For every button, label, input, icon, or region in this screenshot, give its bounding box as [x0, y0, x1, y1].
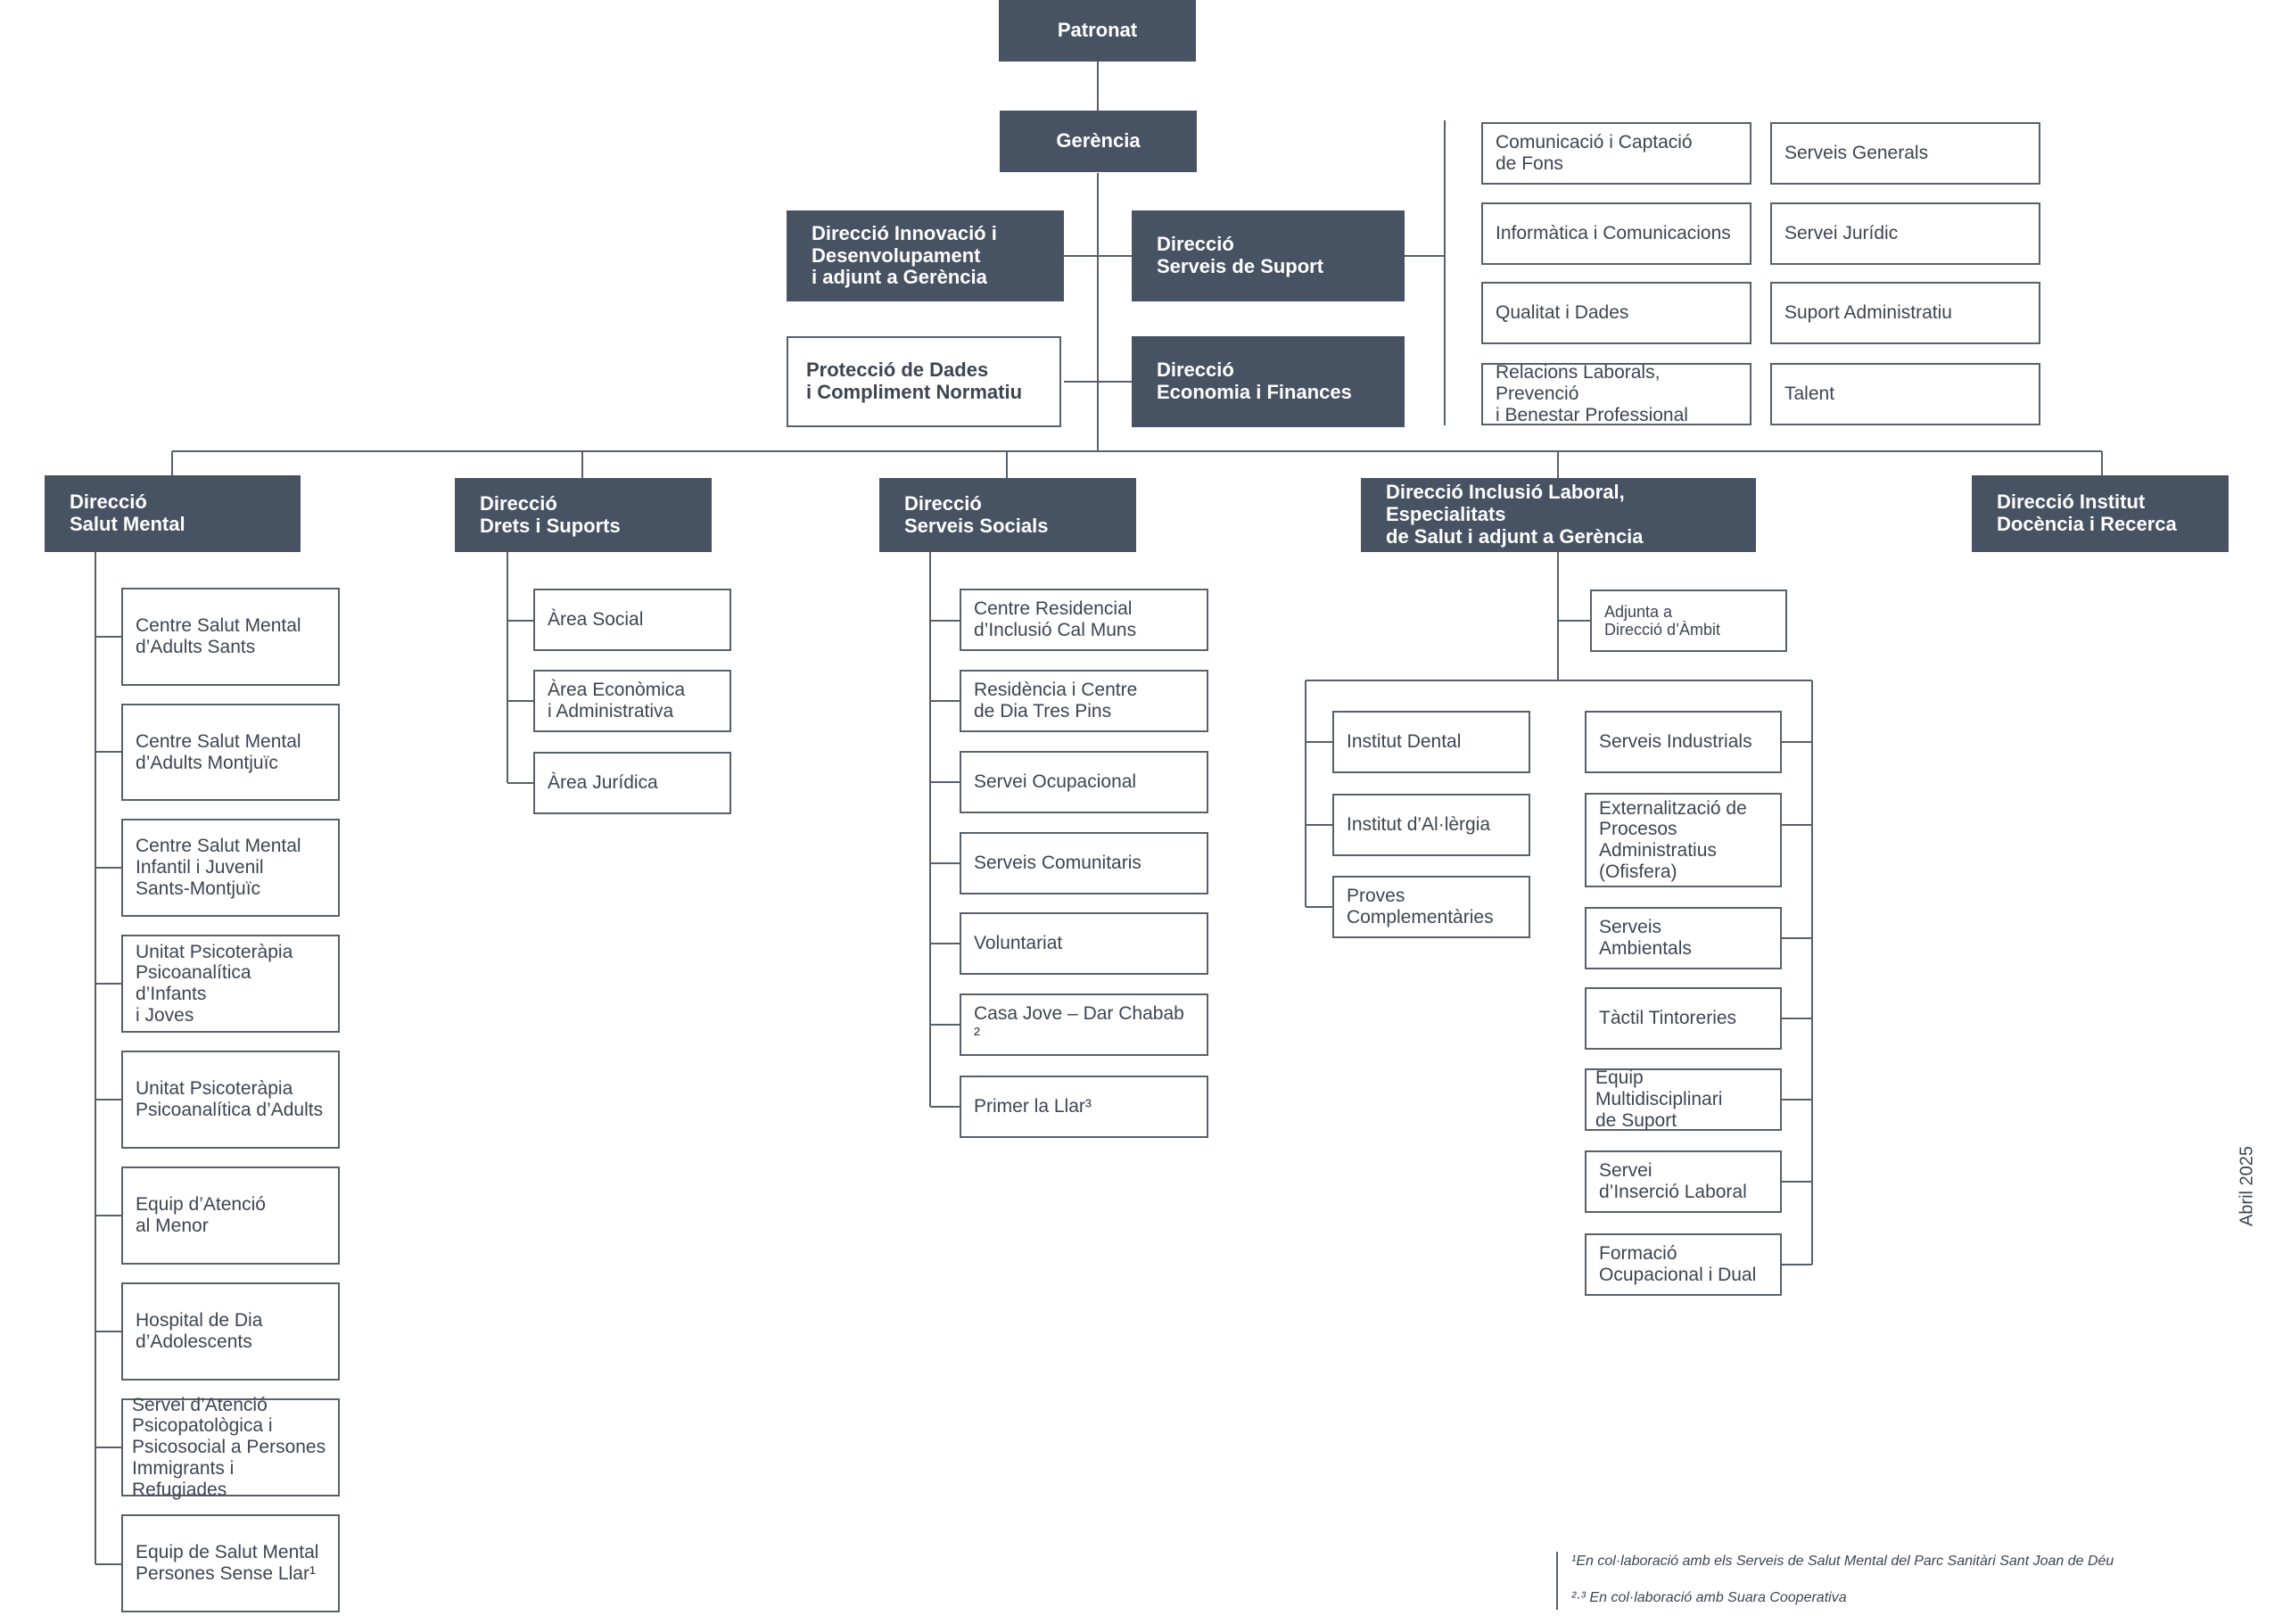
direccio-serveis-socials-box: Direcció Serveis Socials: [879, 478, 1136, 552]
support-unit-servei-juridic: Servei Jurídic: [1770, 202, 2040, 265]
inclusio-right-unit: Formació Ocupacional i Dual: [1585, 1233, 1782, 1296]
socials-unit: Voluntariat: [960, 912, 1208, 975]
direccio-drets-box: Direcció Drets i Suports: [455, 478, 712, 552]
drets-unit: Àrea Social: [533, 589, 731, 651]
inclusio-right-unit: Serveis Ambientals: [1585, 907, 1782, 969]
socials-unit: Serveis Comunitaris: [960, 832, 1208, 894]
support-unit-relacions-laborals: Relacions Laborals, Prevenció i Benestar…: [1481, 362, 1751, 425]
salut-mental-unit: Centre Salut Mental Infantil i Juvenil S…: [121, 819, 340, 917]
drets-unit: Àrea Econòmica i Administrativa: [533, 670, 731, 732]
support-unit-suport-administratiu: Suport Administratiu: [1770, 282, 2040, 344]
direccio-serveis-suport-box: Direcció Serveis de Suport: [1132, 210, 1405, 301]
inclusio-right-unit: Externalització de Procesos Administrati…: [1585, 793, 1782, 887]
socials-unit: Primer la Llar³: [960, 1076, 1208, 1138]
footnote-1: ¹En col·laboració amb els Serveis de Sal…: [1571, 1554, 2114, 1569]
salut-mental-unit: Hospital de Dia d’Adolescents: [121, 1282, 340, 1381]
patronat-box: Patronat: [999, 0, 1196, 62]
salut-mental-unit: Equip d’Atenció al Menor: [121, 1166, 340, 1265]
inclusio-right-unit: Serveis Industrials: [1585, 711, 1782, 773]
gerencia-box: Gerència: [1000, 111, 1197, 172]
salut-mental-unit: Unitat Psicoteràpia Psicoanalítica d’Inf…: [121, 935, 340, 1033]
direccio-institut-box: Direcció Institut Docència i Recerca: [1972, 475, 2229, 552]
support-unit-comunicacio: Comunicació i Captació de Fons: [1481, 122, 1751, 185]
proteccio-dades-box: Protecció de Dades i Compliment Normatiu: [787, 336, 1061, 427]
inclusio-left-unit: Institut Dental: [1332, 711, 1530, 773]
direccio-salut-mental-box: Direcció Salut Mental: [45, 475, 301, 552]
salut-mental-unit: Equip de Salut Mental Persones Sense Lla…: [121, 1514, 340, 1612]
inclusio-right-unit: Servei d’Inserció Laboral: [1585, 1150, 1782, 1213]
support-unit-informatica: Informàtica i Comunicacions: [1481, 202, 1751, 265]
adjunta-direccio-box: Adjunta a Direcció d’Àmbit: [1590, 589, 1787, 652]
socials-unit: Casa Jove – Dar Chabab ²: [960, 993, 1208, 1056]
socials-unit: Servei Ocupacional: [960, 751, 1208, 813]
direccio-economia-box: Direcció Economia i Finances: [1132, 336, 1405, 427]
direccio-innovacio-box: Direcció Innovació i Desenvolupament i a…: [787, 210, 1064, 301]
support-unit-talent: Talent: [1770, 363, 2040, 425]
date-label: Abril 2025: [2237, 1145, 2257, 1227]
socials-unit: Centre Residencial d’Inclusió Cal Muns: [960, 589, 1208, 651]
direccio-inclusio-box: Direcció Inclusió Laboral, Especialitats…: [1361, 478, 1756, 552]
support-unit-qualitat: Qualitat i Dades: [1481, 282, 1751, 344]
drets-unit: Àrea Jurídica: [533, 752, 731, 814]
inclusio-left-unit: Institut d’Al·lèrgia: [1332, 794, 1530, 856]
inclusio-right-unit: Tàctil Tintoreries: [1585, 987, 1782, 1050]
socials-unit: Residència i Centre de Dia Tres Pins: [960, 670, 1208, 732]
salut-mental-unit: Centre Salut Mental d’Adults Montjuïc: [121, 704, 340, 801]
footnote-2: ²·³ En col·laboració amb Suara Cooperati…: [1571, 1590, 1847, 1605]
salut-mental-unit: Unitat Psicoteràpia Psicoanalítica d’Adu…: [121, 1051, 340, 1149]
salut-mental-unit: Centre Salut Mental d’Adults Sants: [121, 588, 340, 686]
inclusio-right-unit: Equip Multidisciplinari de Suport: [1585, 1068, 1782, 1131]
salut-mental-unit: Servei d’Atenció Psicopatològica i Psico…: [121, 1395, 340, 1500]
inclusio-left-unit: Proves Complementàries: [1332, 876, 1530, 938]
support-unit-serveis-generals: Serveis Generals: [1770, 122, 2040, 185]
